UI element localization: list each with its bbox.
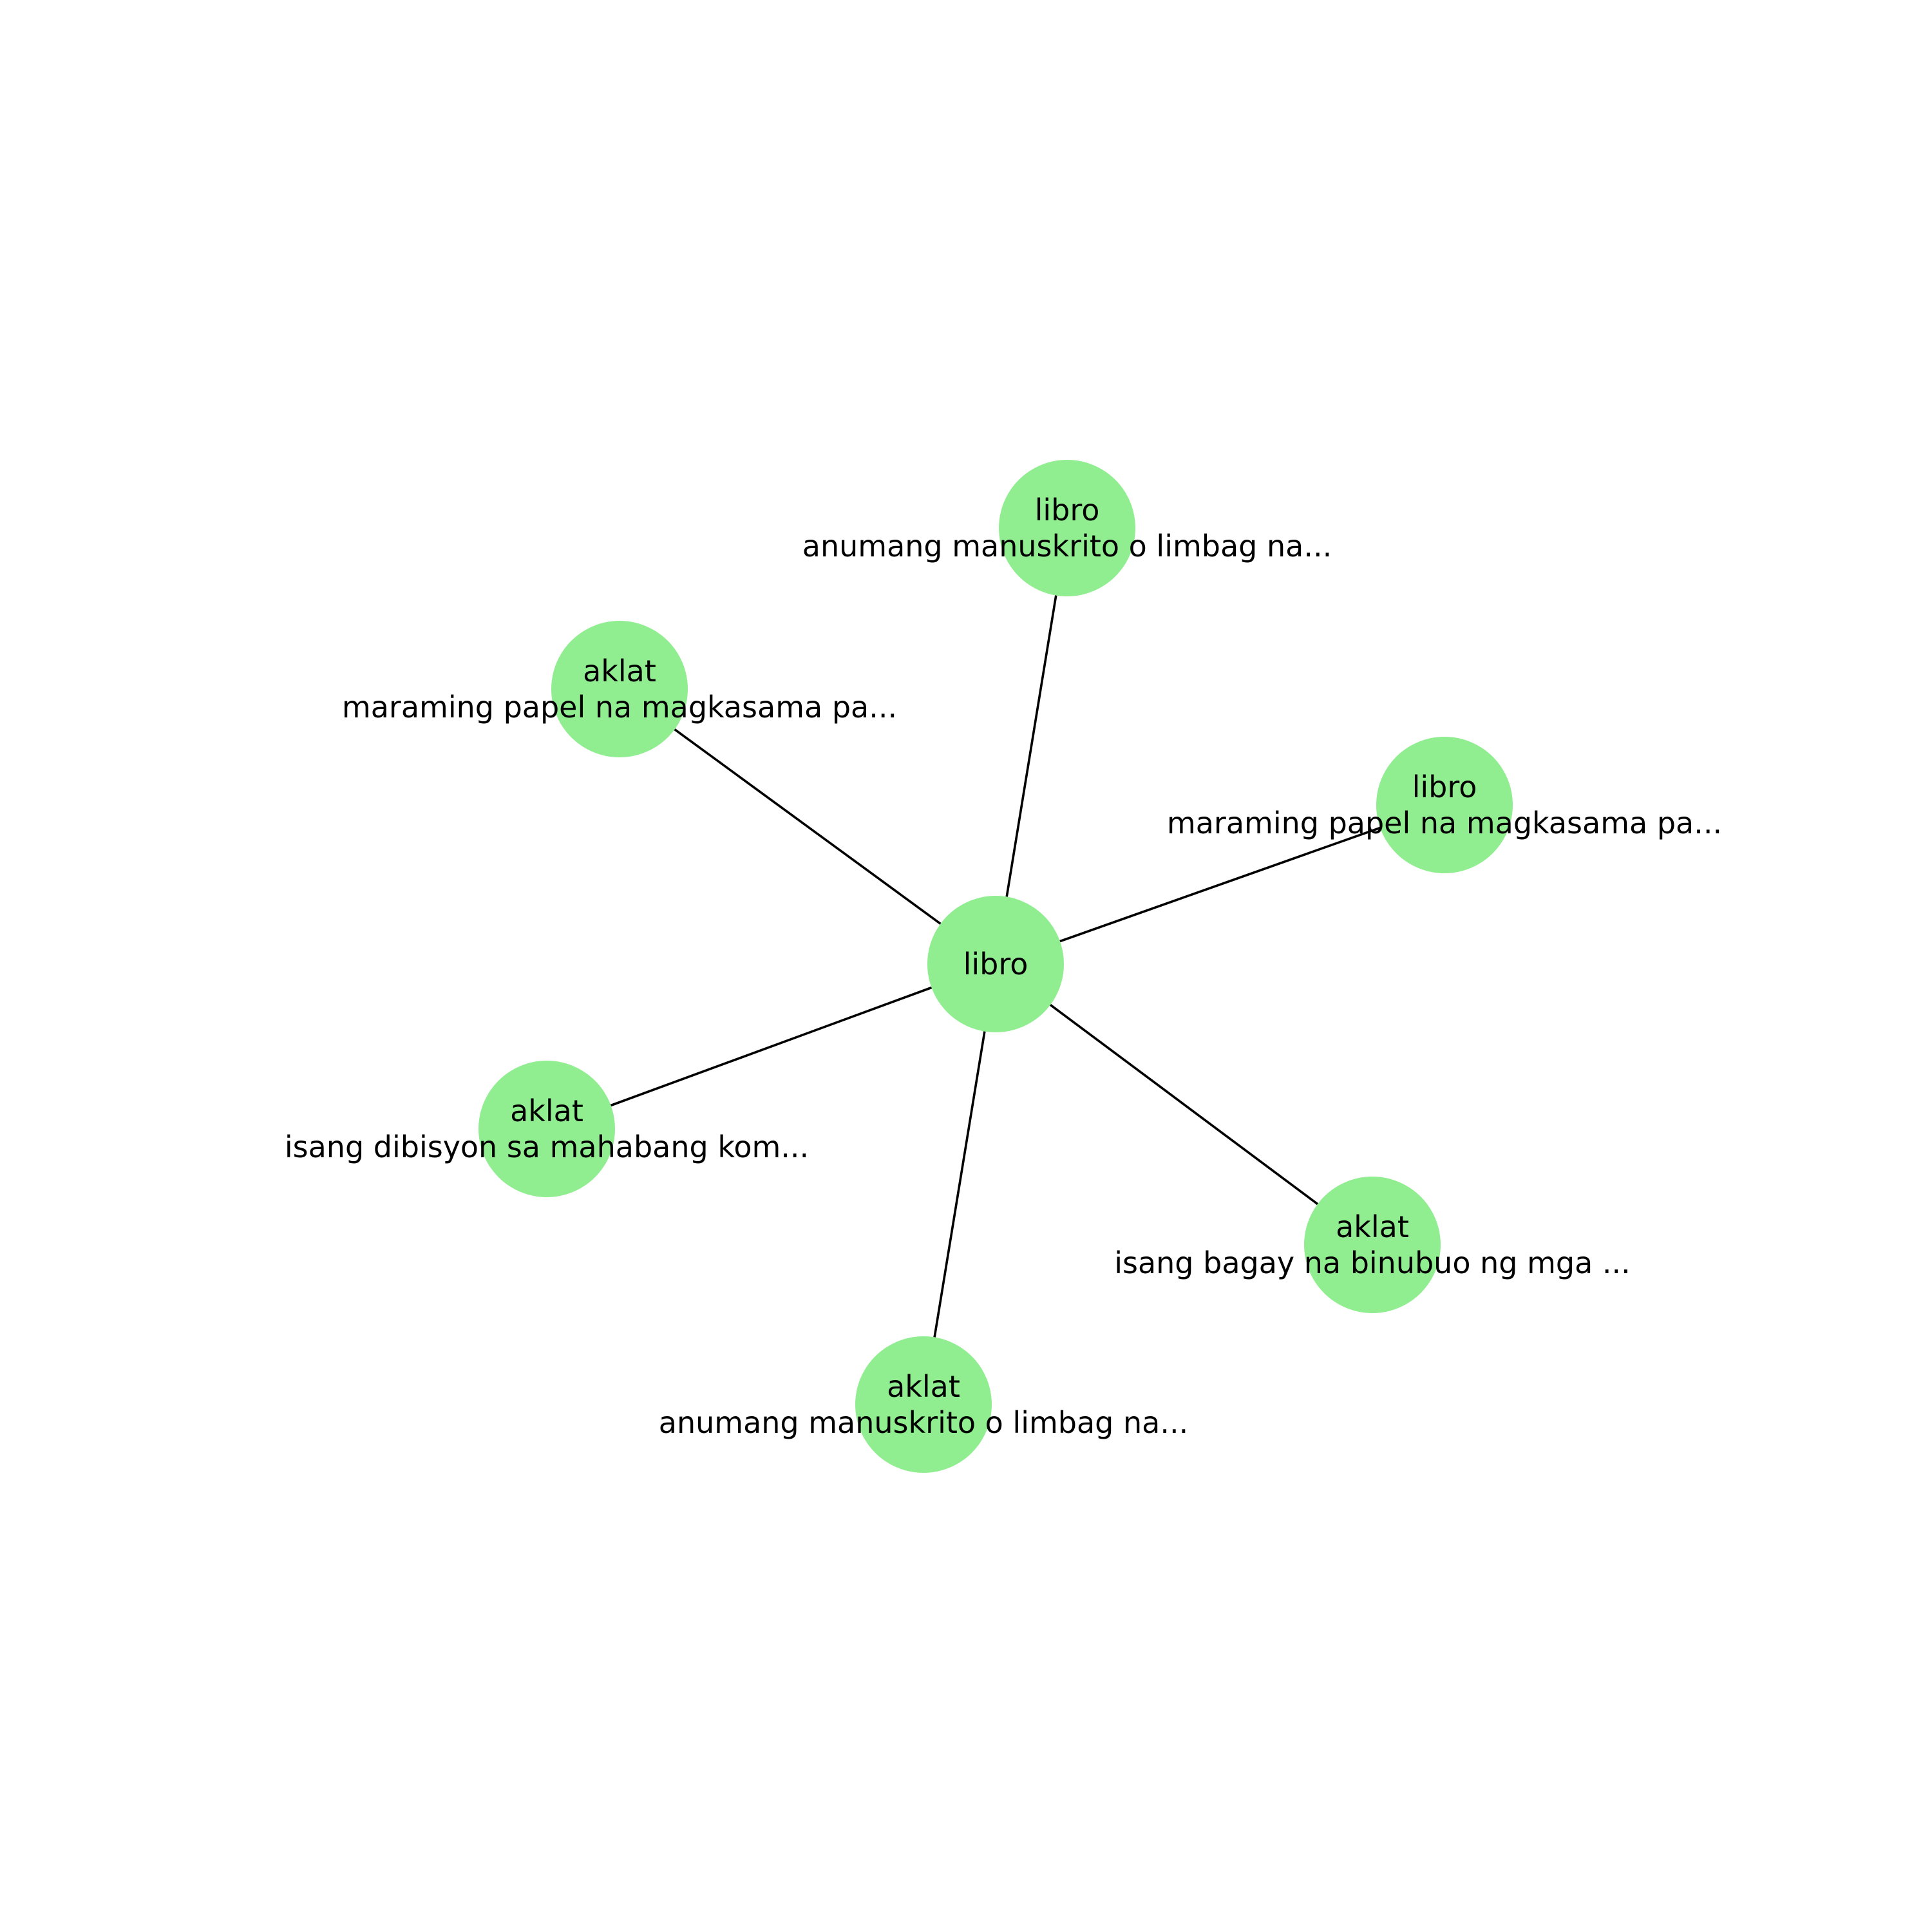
node-center xyxy=(927,896,1064,1032)
node-gloss-n2: maraming papel na magkasama pa... xyxy=(342,690,897,724)
edge-center-n3 xyxy=(1059,826,1381,943)
node-word-center: libro xyxy=(963,947,1028,981)
edges-layer xyxy=(610,595,1381,1338)
node-gloss-n6: anumang manuskrito o limbag na... xyxy=(659,1405,1188,1440)
node-word-n1: libro xyxy=(1035,493,1100,527)
edge-center-n2 xyxy=(674,728,942,925)
edge-center-n4 xyxy=(610,986,933,1107)
node-gloss-n3: maraming papel na magkasama pa... xyxy=(1167,806,1722,840)
edge-center-n5 xyxy=(1049,1003,1319,1206)
edge-center-n6 xyxy=(933,1031,986,1338)
node-gloss-n5: isang bagay na binubuo ng mga ... xyxy=(1114,1245,1631,1280)
node-n1 xyxy=(999,460,1135,596)
edge-center-n1 xyxy=(1005,595,1057,897)
node-word-n2: aklat xyxy=(583,654,656,688)
node-word-n5: aklat xyxy=(1336,1209,1409,1244)
node-n3 xyxy=(1376,737,1513,873)
node-word-n6: aklat xyxy=(887,1369,960,1404)
node-n5 xyxy=(1304,1177,1441,1313)
node-n2 xyxy=(551,621,688,757)
node-word-n3: libro xyxy=(1412,770,1477,804)
node-n4 xyxy=(478,1061,615,1197)
node-gloss-n1: anumang manuskrito o limbag na... xyxy=(802,529,1332,564)
node-gloss-n4: isang dibisyon sa mahabang kom... xyxy=(285,1130,809,1164)
nodes-layer xyxy=(478,460,1513,1473)
node-n6 xyxy=(855,1336,992,1473)
node-word-n4: aklat xyxy=(510,1094,583,1128)
